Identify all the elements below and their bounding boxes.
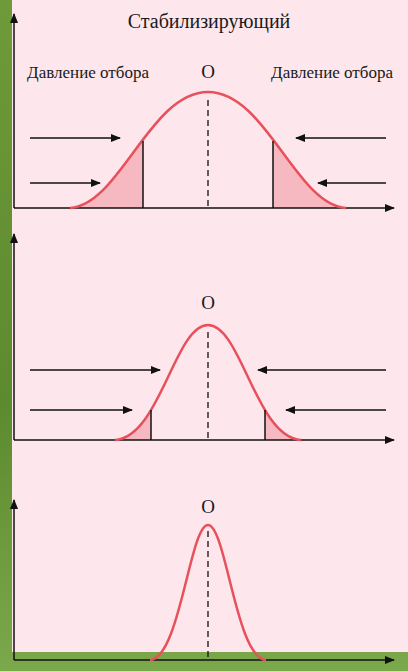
y-axis	[13, 234, 15, 440]
pressure-arrow	[30, 137, 120, 139]
x-axis	[14, 659, 394, 661]
pressure-arrow	[296, 137, 386, 139]
x-axis	[14, 439, 394, 441]
pressure-label: Давление отбора	[266, 62, 398, 83]
pressure-label: Давление отбора	[22, 62, 154, 83]
mean-mark: О	[193, 496, 223, 518]
pressure-arrow	[258, 369, 386, 371]
distribution-curve	[70, 92, 346, 208]
diagram-title: Стабилизирующий	[44, 8, 374, 34]
cutoff-line	[272, 141, 274, 208]
y-axis	[13, 14, 15, 208]
mean-line	[207, 332, 208, 439]
pressure-arrow	[318, 182, 386, 184]
mean-mark: О	[193, 61, 223, 83]
cutoff-line	[150, 410, 152, 440]
mean-line	[207, 531, 208, 659]
cutoff-line	[264, 410, 266, 440]
pressure-arrow	[30, 369, 160, 371]
mean-mark: О	[193, 292, 223, 314]
y-axis	[13, 500, 15, 660]
cutoff-line	[142, 141, 144, 208]
tail-fill	[115, 325, 301, 440]
pressure-arrow	[286, 409, 386, 411]
pressure-arrow	[30, 409, 132, 411]
distribution-curve	[150, 525, 266, 660]
mean-line	[207, 100, 208, 207]
tail-fill	[70, 92, 346, 208]
pressure-arrow	[30, 182, 100, 184]
distribution-curve	[115, 325, 301, 440]
